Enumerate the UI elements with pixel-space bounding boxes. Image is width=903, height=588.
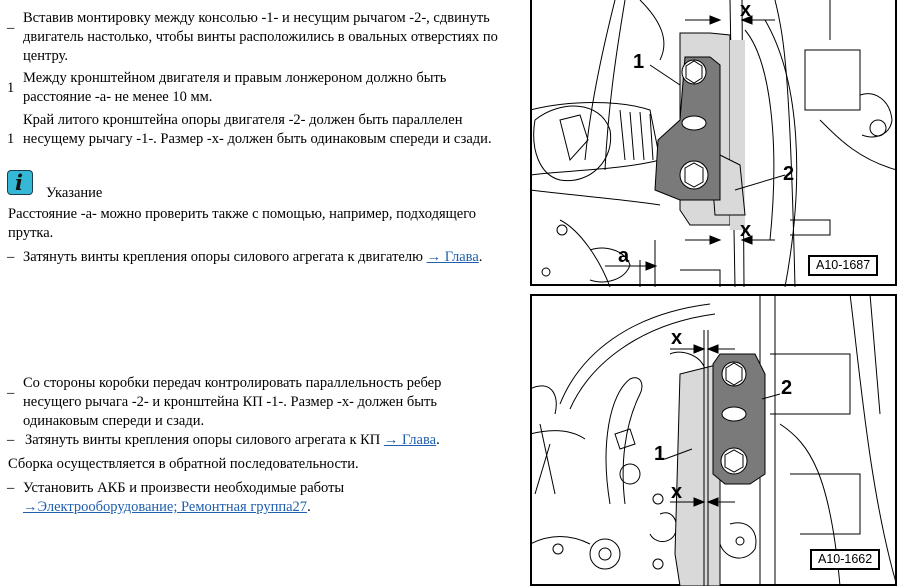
callout-x-bottom: x	[671, 481, 682, 503]
chapter-link[interactable]: → Глава	[426, 249, 479, 265]
callout-2: 2	[783, 163, 794, 185]
step-text: Вставив монтировку между консолью -1- и …	[23, 10, 498, 64]
electrical-repair-group-link[interactable]: →Электрооборудование; Ремонтная группа27	[23, 499, 308, 515]
figure-id-label: A10-1687	[808, 255, 879, 276]
callout-1: 1	[633, 51, 644, 73]
step-insert-lever: – Вставив монтировку между консолью -1- …	[0, 9, 520, 69]
dash-marker: –	[7, 20, 15, 36]
step-tighten-gearbox: – Затянуть винты крепления опоры силовог…	[7, 432, 440, 448]
gearbox-mount-drawing: 1 2 x x	[530, 294, 897, 586]
dash-marker: –	[7, 432, 15, 448]
note-title: Указание	[46, 185, 103, 201]
number-marker: 1	[7, 80, 15, 96]
step-text: Со стороны коробки передач контролироват…	[23, 375, 442, 429]
note-text: Расстояние -а- можно проверить также с п…	[8, 206, 477, 241]
assembly-note: Сборка осуществляется в обратной последо…	[8, 456, 359, 472]
step-text: Край литого кронштейна опоры двигателя -…	[23, 112, 492, 147]
step-gearbox-check: – Со стороны коробки передач контролиров…	[0, 374, 520, 434]
figure-engine-mount: 1 2 x x a A10-1687	[530, 0, 897, 287]
callout-1: 1	[654, 443, 665, 465]
info-icon: i	[7, 170, 33, 195]
callout-a: a	[618, 245, 630, 267]
dash-marker: –	[7, 480, 15, 496]
dash-marker: –	[7, 385, 15, 401]
figure-id-label: A10-1662	[810, 549, 881, 570]
engine-mount-drawing: 1 2 x x a	[530, 0, 897, 287]
step-text: Между кронштейном двигателя и правым лон…	[23, 70, 447, 105]
figure-gearbox-mount: 1 2 x x A10-1662	[530, 294, 897, 586]
step-battery: – Установить АКБ и произвести необходимы…	[7, 480, 345, 515]
step-distance-a: 1 Между кронштейном двигателя и правым л…	[0, 69, 520, 109]
callout-x-bottom: x	[740, 219, 751, 241]
callout-x-top: x	[671, 327, 682, 349]
chapter-link[interactable]: → Глава	[383, 432, 437, 448]
number-marker: 1	[7, 131, 15, 147]
step-tighten-engine: – Затянуть винты крепления опоры силовог…	[7, 249, 483, 265]
callout-x-top: x	[740, 0, 751, 21]
step-parallel-edge: 1 Край литого кронштейна опоры двигателя…	[0, 111, 520, 169]
dash-marker: –	[7, 249, 15, 265]
callout-2: 2	[781, 377, 792, 399]
